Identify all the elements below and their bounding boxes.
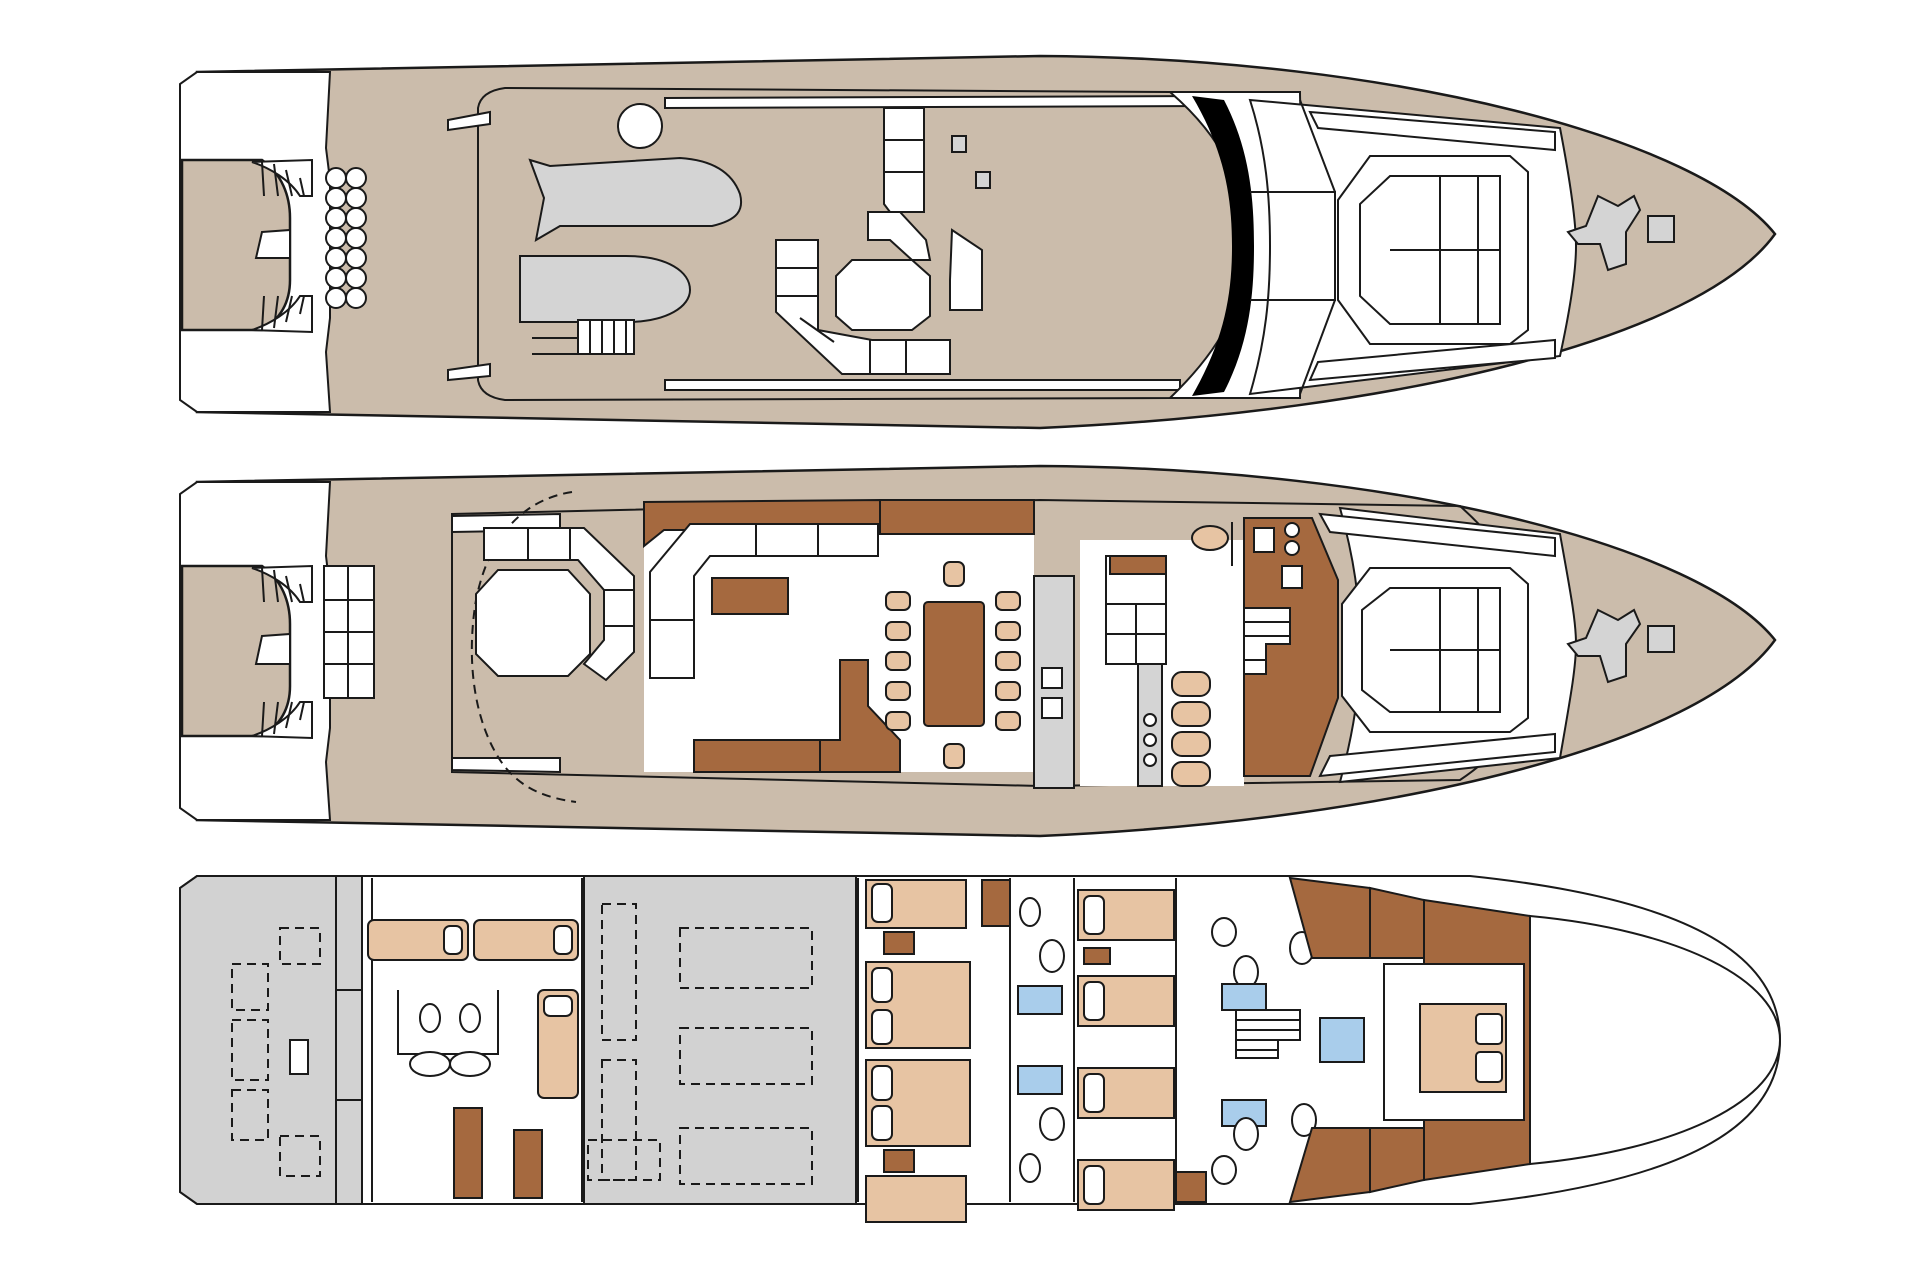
lower-deck — [179, 875, 1782, 1223]
lower-deck-lazarette-dashed-equipment — [231, 927, 321, 1177]
lower-deck-aft-starboard-cabin — [865, 1059, 971, 1223]
lower-deck-owner-bed — [1419, 1003, 1507, 1093]
sun-deck-windscreen — [1192, 96, 1254, 396]
main-deck-wheelhouse-console — [1243, 517, 1339, 777]
sun-deck-dining-table — [835, 259, 931, 331]
sun-deck-lounge-sofa — [775, 239, 951, 375]
main-deck-galley-counter — [1033, 575, 1075, 789]
lower-deck-crew-locker-1 — [453, 1107, 483, 1199]
main-deck-crew-stools — [1171, 671, 1211, 787]
main-deck-anchor-windlass — [1566, 608, 1675, 684]
lower-deck-forward-shower — [1319, 1017, 1365, 1063]
sun-deck-port-rail — [664, 94, 1211, 110]
lower-deck-engine-room — [583, 875, 857, 1205]
main-deck-salon-console — [693, 739, 821, 773]
sun-deck-port-aft-stairs — [251, 158, 313, 197]
main-deck-salon-aft-cabinet — [879, 499, 1035, 535]
main-deck-coffee-table — [711, 577, 789, 615]
main-deck-dining-set — [885, 561, 1021, 769]
sun-deck-tender — [528, 156, 743, 242]
main-deck-wheelhouse-stairs — [1243, 607, 1291, 675]
sun-deck-crane-base — [617, 103, 663, 149]
lower-deck-engines-dashed — [587, 903, 813, 1185]
main-deck-aft-hatch — [254, 632, 291, 665]
main-deck-crew-mess — [1105, 555, 1167, 665]
sun-deck-starboard-rail — [664, 379, 1181, 391]
sun-deck — [179, 54, 1777, 430]
sun-deck-bar-stool-2 — [975, 171, 991, 189]
main-deck-aft-sofa — [483, 527, 635, 682]
lower-deck-aft-heads — [1017, 897, 1065, 1183]
main-deck-galley-appliances — [1137, 663, 1163, 787]
sun-deck-bar-stool-1 — [951, 135, 967, 153]
sun-deck-anchor-windlass — [1566, 194, 1675, 272]
main-deck-aft-sunpad — [323, 565, 375, 699]
main-deck-starboard-aft-stairs — [251, 701, 313, 740]
main-deck-bow-sunpad — [1341, 567, 1529, 733]
sun-deck-aft-hatch — [254, 228, 291, 259]
main-deck-helm-seat — [1191, 522, 1233, 566]
sun-deck-stairs — [532, 319, 635, 355]
main-deck — [179, 464, 1777, 838]
lower-deck-lazarette — [179, 875, 363, 1205]
main-deck-port-aft-stairs — [251, 564, 313, 603]
lower-deck-crew-head — [397, 990, 499, 1077]
main-deck-aft-table — [475, 569, 591, 677]
sun-deck-bow-sunpad — [1337, 155, 1529, 345]
sun-deck-jetski — [519, 255, 692, 323]
lower-deck-forepeak — [1529, 914, 1782, 1166]
lower-deck-mid-cabins — [1077, 889, 1207, 1211]
sun-deck-starboard-aft-stairs — [251, 295, 313, 334]
lower-deck-forward-stairs — [1235, 1009, 1301, 1059]
sun-deck-sunbed-cushions — [325, 167, 367, 309]
lower-deck-crew-berths — [367, 919, 579, 1099]
main-deck-salon-sofa — [649, 523, 879, 679]
sun-deck-bar — [883, 107, 925, 213]
lower-deck-crew-locker-2 — [513, 1129, 543, 1199]
lower-deck-aft-port-cabin — [865, 879, 1011, 1049]
main-deck-helm-instruments — [1253, 522, 1303, 589]
